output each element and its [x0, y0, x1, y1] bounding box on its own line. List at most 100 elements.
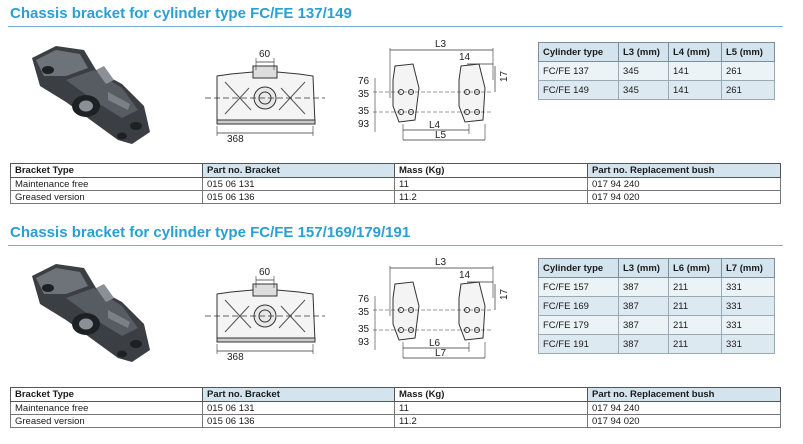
cell: FC/FE 149: [538, 80, 619, 100]
dim-14-label: 14: [459, 270, 471, 281]
dim-60-label: 60: [259, 49, 271, 60]
cell: FC/FE 179: [538, 315, 619, 335]
cell: FC/FE 137: [538, 61, 619, 81]
table-row: Greased version 015 06 136 11.2 017 94 0…: [10, 190, 781, 204]
col-part-no-bush: Part no. Replacement bush: [587, 387, 781, 402]
cell: 387: [618, 277, 669, 297]
cell: 015 06 136: [202, 414, 395, 428]
table-row: Maintenance free 015 06 131 11 017 94 24…: [10, 401, 781, 415]
col-part-no-bracket: Part no. Bracket: [202, 387, 395, 402]
cell: 11: [394, 401, 588, 415]
table-header-row: Cylinder type L3 (mm) L6 (mm) L7 (mm): [538, 258, 775, 278]
dim-368-label: 368: [227, 134, 244, 142]
bracket-product-image: [32, 264, 150, 362]
dim-l3-label: L3: [435, 40, 447, 50]
table-row: FC/FE 191 387 211 331: [538, 334, 775, 354]
col-l7: L7 (mm): [721, 258, 775, 278]
cell: 331: [721, 296, 775, 316]
col-cylinder-type: Cylinder type: [538, 42, 619, 62]
col-l5: L5 (mm): [721, 42, 775, 62]
dimension-drawing: 368 60 L3 14 17 76 35 35 93 L4: [205, 40, 510, 142]
col-part-no-bush: Part no. Replacement bush: [587, 163, 781, 178]
cell: 11.2: [394, 414, 588, 428]
cell: FC/FE 157: [538, 277, 619, 297]
bracket-side-view: [392, 63, 486, 123]
cell: 017 94 020: [587, 190, 781, 204]
cell: 015 06 131: [202, 177, 395, 191]
parts-table: Bracket Type Part no. Bracket Mass (Kg) …: [10, 163, 781, 204]
col-l3: L3 (mm): [618, 42, 669, 62]
cell: 261: [721, 61, 775, 81]
table-row: Greased version 015 06 136 11.2 017 94 0…: [10, 414, 781, 428]
dim-14-label: 14: [459, 52, 471, 63]
dim-la-label: L6: [429, 338, 441, 349]
parts-table: Bracket Type Part no. Bracket Mass (Kg) …: [10, 387, 781, 428]
dim-76-label: 76: [358, 294, 370, 305]
cell: 261: [721, 80, 775, 100]
section-fc-fe-137-149: Chassis bracket for cylinder type FC/FE …: [8, 5, 783, 204]
cylinder-dimension-table: Cylinder type L3 (mm) L4 (mm) L5 (mm) FC…: [538, 42, 775, 100]
bracket-side-view: [392, 281, 486, 341]
cell: Maintenance free: [10, 401, 203, 415]
table-row: Maintenance free 015 06 131 11 017 94 24…: [10, 177, 781, 191]
col-mass: Mass (Kg): [394, 163, 588, 178]
section-divider: [8, 245, 783, 246]
dim-35-lower-label: 35: [358, 106, 370, 117]
dim-93-label: 93: [358, 337, 370, 348]
cell: Greased version: [10, 414, 203, 428]
cell: 387: [618, 315, 669, 335]
bracket-front-view: [216, 65, 316, 125]
col-l4: L4 (mm): [668, 42, 722, 62]
cell: 331: [721, 315, 775, 335]
dim-35-lower-label: 35: [358, 324, 370, 335]
dim-l3-label: L3: [435, 258, 447, 268]
cell: 387: [618, 296, 669, 316]
cylinder-dimension-table: Cylinder type L3 (mm) L6 (mm) L7 (mm) FC…: [538, 258, 775, 354]
cell: FC/FE 169: [538, 296, 619, 316]
cell: 211: [668, 277, 722, 297]
cell: 015 06 131: [202, 401, 395, 415]
bracket-front-view: [216, 283, 316, 343]
dimension-drawing: 368 60 L3 14 17 76 35 35 93 L6: [205, 258, 510, 360]
cell: 11: [394, 177, 588, 191]
cell: 015 06 136: [202, 190, 395, 204]
cell: 141: [668, 80, 722, 100]
cell: 345: [618, 61, 669, 81]
cell: 211: [668, 315, 722, 335]
cell: 331: [721, 334, 775, 354]
col-cylinder-type: Cylinder type: [538, 258, 619, 278]
cell: FC/FE 191: [538, 334, 619, 354]
table-row: FC/FE 179 387 211 331: [538, 315, 775, 335]
col-bracket-type: Bracket Type: [10, 387, 203, 402]
cell: 11.2: [394, 190, 588, 204]
col-part-no-bracket: Part no. Bracket: [202, 163, 395, 178]
section-title: Chassis bracket for cylinder type FC/FE …: [10, 5, 352, 22]
table-row: FC/FE 157 387 211 331: [538, 277, 775, 297]
dim-93-label: 93: [358, 119, 370, 130]
section-fc-fe-157-191: Chassis bracket for cylinder type FC/FE …: [0, 222, 803, 444]
cell: 331: [721, 277, 775, 297]
bracket-product-image: [32, 46, 150, 144]
dim-76-label: 76: [358, 76, 370, 87]
col-mass: Mass (Kg): [394, 387, 588, 402]
table-header-row: Bracket Type Part no. Bracket Mass (Kg) …: [10, 163, 781, 178]
cell: 017 94 240: [587, 177, 781, 191]
section-title: Chassis bracket for cylinder type FC/FE …: [10, 224, 411, 241]
col-l3: L3 (mm): [618, 258, 669, 278]
table-row: FC/FE 137 345 141 261: [538, 61, 775, 81]
col-l6: L6 (mm): [668, 258, 722, 278]
cell: 345: [618, 80, 669, 100]
dim-17-label: 17: [499, 288, 510, 300]
dim-35-upper-label: 35: [358, 307, 370, 318]
dim-35-upper-label: 35: [358, 89, 370, 100]
col-bracket-type: Bracket Type: [10, 163, 203, 178]
cell: 017 94 020: [587, 414, 781, 428]
cell: Greased version: [10, 190, 203, 204]
cell: 017 94 240: [587, 401, 781, 415]
table-row: FC/FE 149 345 141 261: [538, 80, 775, 100]
dim-368-label: 368: [227, 352, 244, 360]
dim-la-label: L4: [429, 120, 441, 131]
section-divider: [8, 26, 783, 27]
dim-lb-label: L5: [435, 130, 447, 141]
dim-lb-label: L7: [435, 348, 447, 359]
